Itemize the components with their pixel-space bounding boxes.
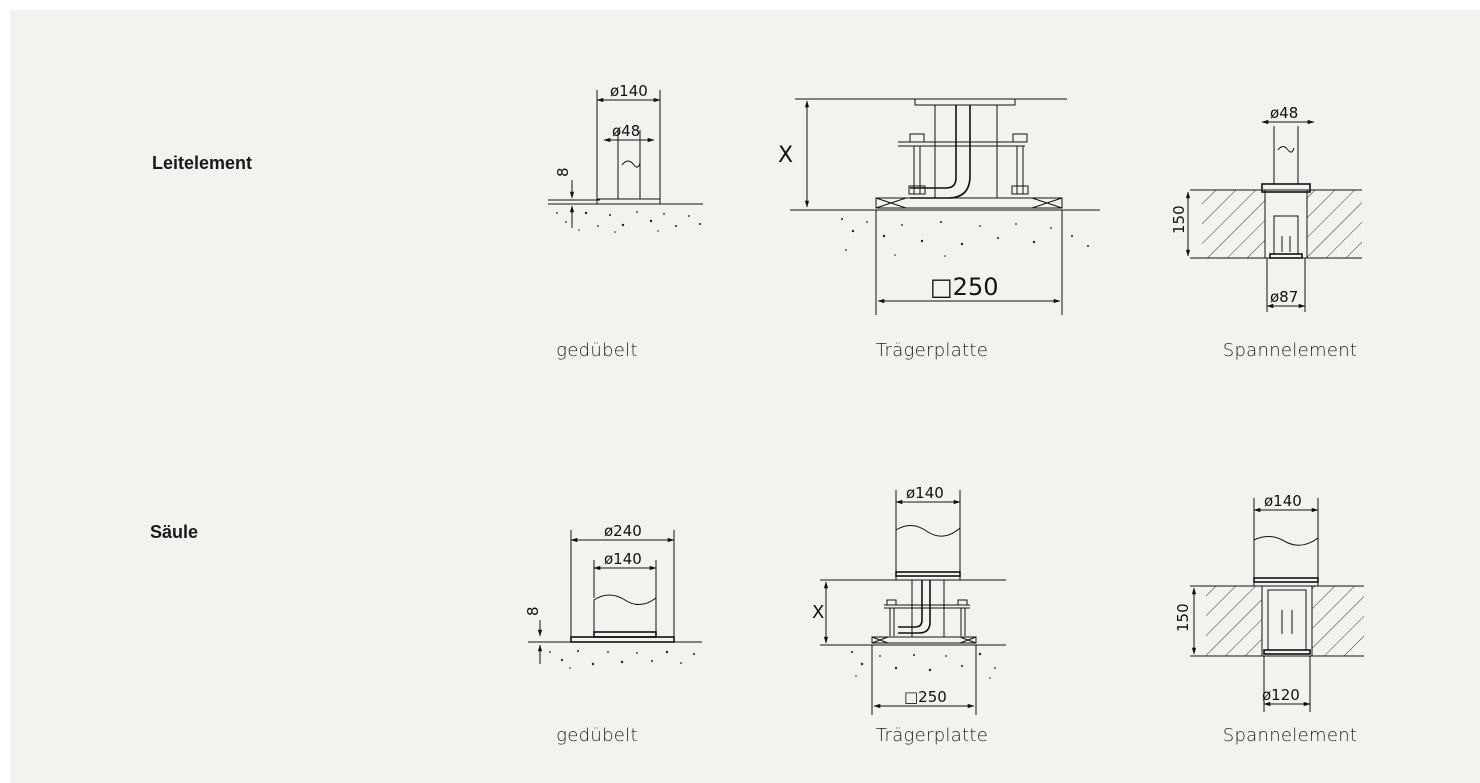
dim-saeule-ged-d140: ø140: [604, 550, 642, 568]
row-label-leitelement: Leitelement: [152, 153, 253, 173]
concrete-dots-4: [851, 651, 996, 679]
concrete-dots-1: [556, 211, 701, 233]
drawing-leitelement-spannelement: [1185, 119, 1362, 312]
concrete-dots-2: [841, 218, 1089, 257]
dim-saeule-ged-d240: ø240: [604, 522, 642, 540]
dim-leit-trp-x: X: [778, 143, 793, 168]
dim-saeule-spe-d120: ø120: [1262, 686, 1300, 704]
caption-leitelement-traegerplatte: Trägerplatte: [875, 340, 989, 361]
dim-leit-ged-8: 8: [554, 167, 572, 177]
dim-leit-spe-d48: ø48: [1270, 104, 1298, 122]
concrete-dots-3: [549, 650, 695, 669]
drawing-leitelement-gedubelt: [548, 90, 703, 233]
dim-saeule-spe-d140: ø140: [1264, 492, 1302, 510]
caption-leitelement-gedubelt: gedübelt: [556, 340, 638, 361]
drawing-saeule-traegerplatte: [820, 490, 1006, 715]
row-label-saeule: Säule: [150, 522, 199, 542]
dim-leit-spe-d87: ø87: [1270, 288, 1298, 306]
drawing-saeule-spannelement: [1190, 498, 1364, 712]
dim-leit-ged-d48: ø48: [612, 122, 640, 140]
dim-leit-ged-d140: ø140: [610, 82, 648, 100]
dim-saeule-trp-x: X: [812, 602, 824, 623]
drawing-leitelement-traegerplatte: [790, 98, 1100, 315]
dim-saeule-trp-d140: ø140: [906, 484, 944, 502]
dim-saeule-trp-250: □250: [904, 688, 947, 706]
dim-leit-trp-250: □250: [930, 273, 998, 301]
dim-leit-spe-150: 150: [1170, 205, 1188, 234]
caption-saeule-spannelement: Spannelement: [1222, 725, 1358, 746]
caption-saeule-gedubelt: gedübelt: [556, 725, 638, 746]
caption-saeule-traegerplatte: Trägerplatte: [875, 725, 989, 746]
dim-saeule-ged-8: 8: [524, 606, 542, 616]
drawing-saeule-gedubelt: [528, 530, 702, 669]
dim-saeule-spe-150: 150: [1174, 603, 1192, 632]
caption-leitelement-spannelement: Spannelement: [1222, 340, 1358, 361]
